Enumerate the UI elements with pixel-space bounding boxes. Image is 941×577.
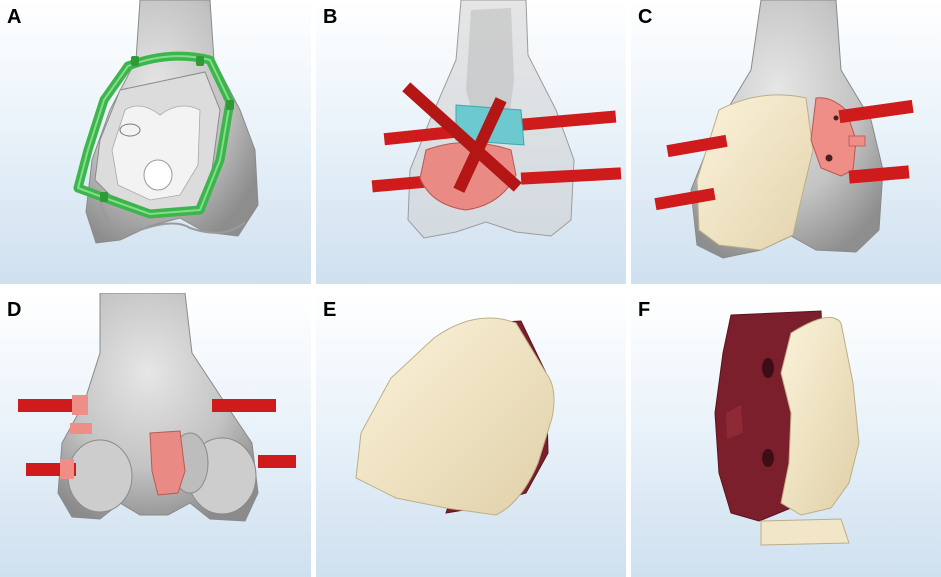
- cream-implant-model-icon: [355, 317, 555, 516]
- posterior-bone-with-pins-icon: [18, 293, 296, 522]
- panel-label-b: B: [323, 6, 338, 28]
- panel-d: D: [0, 293, 311, 577]
- panel-label-f: F: [638, 299, 651, 321]
- translucent-bone-with-pins-and-implant-icon: [371, 0, 622, 239]
- panel-label-a: A: [7, 6, 22, 28]
- panel-label-e: E: [323, 299, 337, 321]
- panel-a: A: [0, 0, 311, 284]
- panel-f: F: [631, 293, 941, 577]
- panel-e: E: [316, 293, 626, 577]
- bone-with-green-resection-guide-icon: [73, 0, 259, 244]
- panel-c: C: [631, 0, 941, 284]
- panel-b: B: [316, 0, 626, 284]
- maroon-guide-with-cream-implant-icon: [714, 310, 860, 546]
- bone-with-cream-implant-and-salmon-guide-icon: [654, 0, 914, 259]
- panel-label-d: D: [7, 299, 22, 321]
- panel-label-c: C: [638, 6, 653, 28]
